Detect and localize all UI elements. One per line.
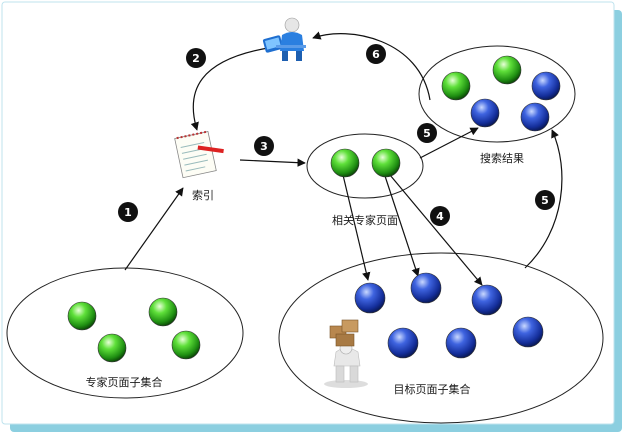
- arrow-step-6: [312, 31, 431, 101]
- arrows: [124, 31, 563, 286]
- step-number: 1: [124, 206, 132, 219]
- node-expert: [97, 333, 127, 363]
- expert-set-ellipse: [6, 267, 244, 399]
- arrow-step-1: [124, 187, 184, 271]
- step-number: 5: [541, 194, 549, 207]
- node-expert: [148, 297, 178, 327]
- arrow-step-2: [190, 47, 269, 131]
- step-badge: 3: [254, 136, 274, 156]
- label-results: 搜索结果: [480, 151, 524, 165]
- related-ellipse: [306, 133, 424, 199]
- step-number: 4: [436, 210, 444, 223]
- node-target: [387, 327, 419, 359]
- label-related: 相关专家页面: [332, 213, 398, 227]
- step-badge: 5: [417, 123, 437, 143]
- step-badge: 2: [186, 48, 206, 68]
- step-badge: 5: [535, 190, 555, 210]
- arrow-step-5-target: [524, 129, 563, 269]
- label-expert-set: 专家页面子集合: [86, 375, 163, 389]
- node-target: [471, 284, 503, 316]
- node-target: [354, 282, 386, 314]
- node-target: [445, 327, 477, 359]
- step-number: 2: [192, 52, 200, 65]
- step-badge: 6: [366, 44, 386, 64]
- arrow-to-target-a: [342, 174, 371, 281]
- node-related: [330, 148, 360, 178]
- step-number: 3: [260, 140, 268, 153]
- step-badge: 1: [118, 202, 138, 222]
- node-target: [512, 316, 544, 348]
- node-expert: [67, 301, 97, 331]
- node-result: [441, 71, 471, 101]
- index-notepad-icon: [174, 130, 224, 179]
- arrow-to-target-c: [389, 174, 483, 286]
- node-result: [470, 98, 500, 128]
- arrow-step-5-related: [419, 127, 479, 159]
- step-badge: 4: [430, 206, 450, 226]
- step-badges: 1 2 3 4 5 5 6: [118, 44, 555, 226]
- label-index: 索引: [192, 188, 214, 202]
- step-number: 6: [372, 48, 380, 61]
- user-at-computer-icon: [262, 17, 306, 61]
- arrow-to-target-b: [384, 175, 420, 277]
- target-set-ellipse: [278, 252, 604, 424]
- node-expert: [171, 330, 201, 360]
- node-related: [371, 148, 401, 178]
- arrow-step-3: [239, 158, 306, 167]
- label-target-set: 目标页面子集合: [394, 382, 471, 396]
- node-result: [531, 71, 561, 101]
- step-number: 5: [423, 127, 431, 140]
- node-result: [492, 55, 522, 85]
- worker-carrying-boxes-icon: [324, 319, 368, 388]
- nodes: [67, 55, 561, 363]
- node-target: [410, 272, 442, 304]
- node-result: [520, 102, 550, 132]
